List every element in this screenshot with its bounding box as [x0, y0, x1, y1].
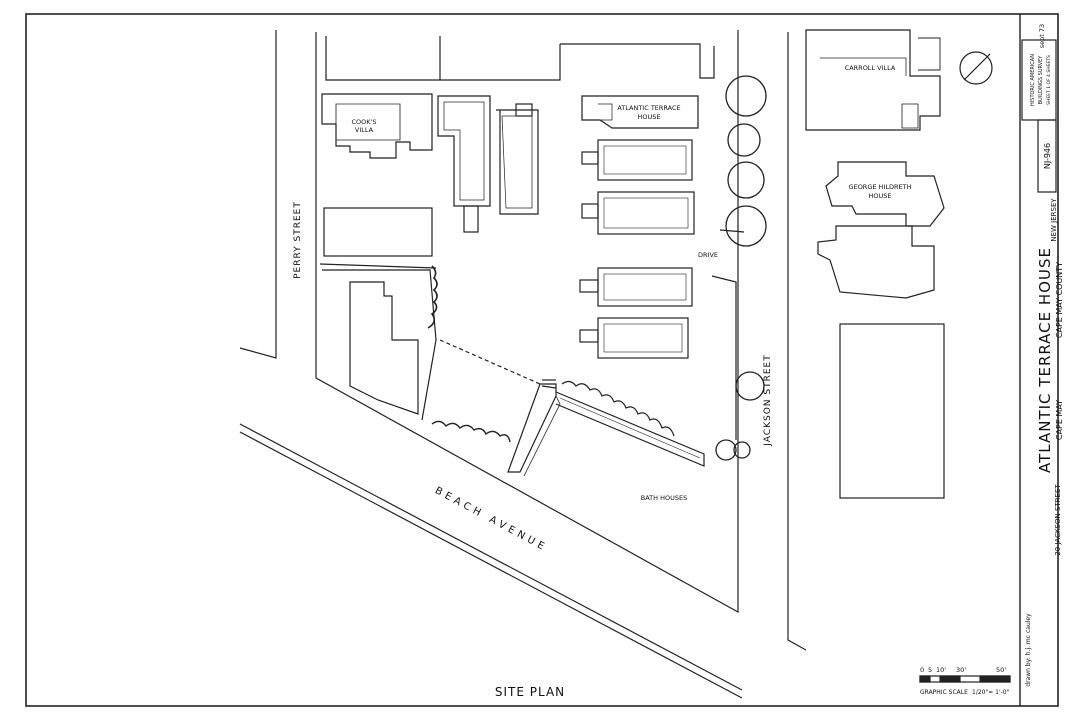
atlantic-terrace-label-1: ATLANTIC TERRACE	[617, 104, 680, 112]
lot-rectangle	[323, 207, 433, 257]
survey-name-2: BUILDINGS SURVEY	[1038, 55, 1044, 105]
jackson-street-trees	[715, 75, 767, 461]
lot-line	[319, 263, 437, 269]
survey-date: sept 73	[1038, 24, 1046, 48]
perry-street-label: PERRY STREET	[293, 201, 303, 279]
hedge-west	[427, 265, 438, 329]
terrace-cottage-3	[581, 191, 695, 235]
cooks-villa-inner	[335, 103, 401, 141]
atlantic-terrace-house-building	[581, 95, 699, 129]
sheet-count: SHEET 1 OF 4 SHEETS	[1046, 55, 1052, 105]
scale-tick-10: 10'	[936, 666, 946, 674]
beach-avenue	[239, 423, 743, 699]
open-lot	[839, 323, 945, 499]
terrace-cottage-4	[579, 267, 693, 307]
graphic-scale-ratio: 1/20"= 1'-0"	[972, 689, 1010, 696]
lower-left-building	[349, 281, 419, 415]
atlantic-terrace-label-2: HOUSE	[638, 113, 661, 121]
george-hildreth-label-2: HOUSE	[869, 192, 892, 200]
central-rowhouses	[437, 95, 539, 233]
hedge-south	[431, 420, 511, 443]
carroll-villa-building	[805, 29, 941, 131]
scale-tick-50: 50'	[996, 666, 1006, 674]
survey-name-1: HISTORIC AMERICAN	[1030, 54, 1036, 106]
title-city: CAPE MAY	[1055, 400, 1064, 440]
cooks-villa-label-1: COOK'S	[352, 118, 377, 126]
bath-houses-strip	[555, 391, 705, 467]
drawn-by: drawn by: h.j. mc cauley	[1025, 613, 1032, 687]
graphic-scale-label: GRAPHIC SCALE	[920, 689, 968, 696]
terrace-cottage-2	[581, 139, 693, 181]
title-state: NEW JERSEY	[1050, 198, 1058, 242]
graphic-scale-bar	[919, 675, 1011, 683]
scale-tick-5: 5	[928, 666, 932, 674]
survey-box	[1021, 39, 1057, 121]
carroll-villa-label: CARROLL VILLA	[845, 64, 896, 72]
drive	[711, 229, 745, 440]
cooks-villa-label-2: VILLA	[355, 126, 374, 134]
beach-walkway	[507, 379, 561, 477]
perry-street	[239, 30, 739, 614]
lower-left-lot	[322, 269, 437, 421]
survey-number: NJ-946	[1043, 143, 1052, 169]
scale-tick-0: 0	[920, 666, 924, 674]
dashed-path	[439, 339, 541, 385]
jackson-street-east-edge	[787, 32, 807, 651]
title-main: ATLANTIC TERRACE HOUSE	[1036, 247, 1054, 473]
drive-label: DRIVE	[698, 251, 718, 259]
title-address: 20 JACKSON STREET	[1054, 484, 1062, 556]
north-arrow	[959, 51, 993, 85]
terrace-cottage-5	[579, 317, 689, 359]
george-hildreth-label-1: GEORGE HILDRETH	[849, 183, 912, 191]
george-hildreth-house-building	[817, 161, 945, 299]
title-county: CAPE MAY COUNTY	[1055, 262, 1064, 338]
sheet-title: SITE PLAN	[495, 685, 565, 699]
sheet-border	[25, 13, 1059, 707]
jackson-street-label: JACKSON STREET	[763, 354, 773, 446]
scale-ticks: 0 5 10' 30' 50'	[920, 666, 1006, 674]
scale-tick-30: 30'	[956, 666, 966, 674]
bath-houses-label: BATH HOUSES	[641, 494, 687, 502]
north-property-line	[325, 36, 715, 81]
